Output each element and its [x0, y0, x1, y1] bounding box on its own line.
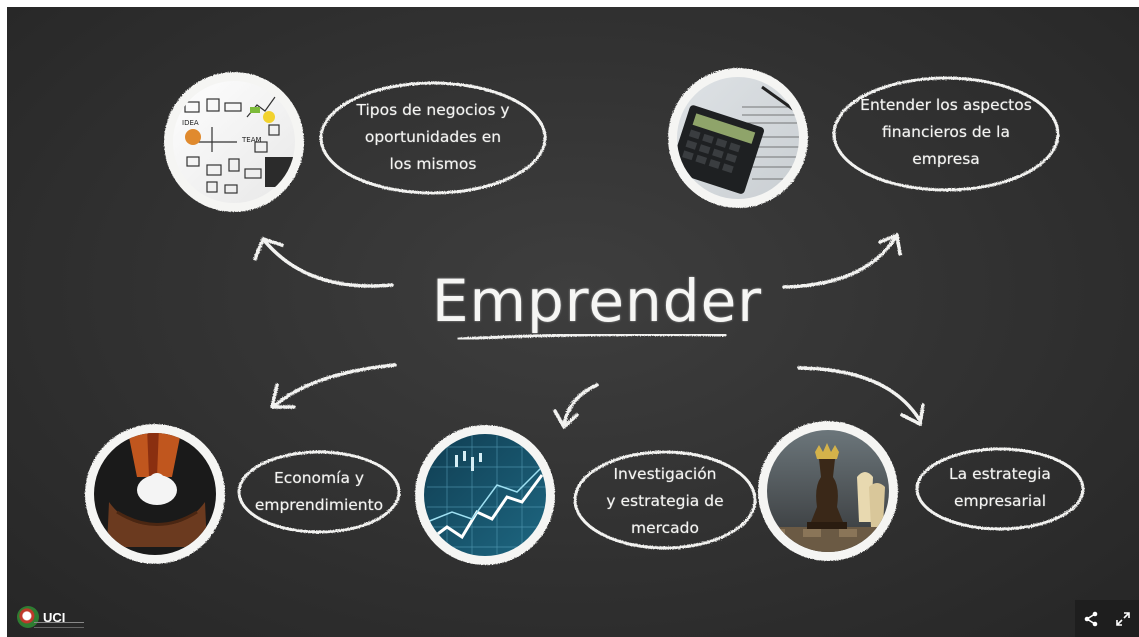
uci-logo-subtitle-lines	[34, 622, 84, 628]
arrow-to-tipos	[253, 237, 394, 288]
arrow-to-investigacion	[553, 383, 599, 429]
label-oval-estrategia	[915, 447, 1085, 531]
uci-logo-icon	[17, 606, 39, 628]
uci-logo: UCI	[17, 604, 65, 630]
uci-logo-text: UCI	[43, 609, 66, 625]
share-button[interactable]	[1080, 608, 1102, 630]
label-oval-tipos	[319, 81, 547, 195]
topic-image-finanzas	[668, 68, 808, 208]
viewer-bottom-bar: UCI	[7, 600, 1139, 637]
topic-image-economia	[85, 424, 225, 564]
topic-label-estrategia: La estrategia empresarial	[949, 465, 1051, 510]
slide-title: Emprender	[431, 267, 763, 335]
arrow-to-economia	[270, 363, 397, 409]
title-underline	[457, 333, 727, 341]
topic-label-tipos: Tipos de negocios y oportunidades en los…	[356, 101, 510, 173]
topic-label-finanzas: Entender los aspectos financieros de la …	[860, 96, 1032, 168]
topic-label-economia: Economía y emprendimiento	[254, 469, 384, 514]
arrows	[253, 233, 925, 429]
svg-text:TEAM: TEAM	[241, 136, 262, 144]
topic-image-tipos: IDEA TEAM	[164, 72, 304, 212]
chalk-drawing-layer: IDEA TEAM	[85, 68, 1085, 565]
arrow-to-estrategia	[797, 366, 925, 426]
svg-text:IDEA: IDEA	[182, 119, 199, 127]
fullscreen-button[interactable]	[1112, 608, 1134, 630]
share-icon	[1084, 611, 1098, 626]
arrow-to-finanzas	[782, 233, 902, 289]
fullscreen-icon	[1116, 611, 1130, 626]
topic-image-investigacion	[415, 425, 555, 565]
topic-image-estrategia	[758, 421, 898, 561]
viewer-controls	[1075, 600, 1139, 637]
topic-label-investigacion: Investigación y estrategia de mercado	[606, 465, 724, 537]
chalkboard-slide: IDEA TEAM	[7, 7, 1139, 637]
label-oval-investigacion	[573, 450, 757, 550]
label-oval-finanzas	[832, 76, 1060, 192]
label-oval-economia	[237, 450, 401, 534]
